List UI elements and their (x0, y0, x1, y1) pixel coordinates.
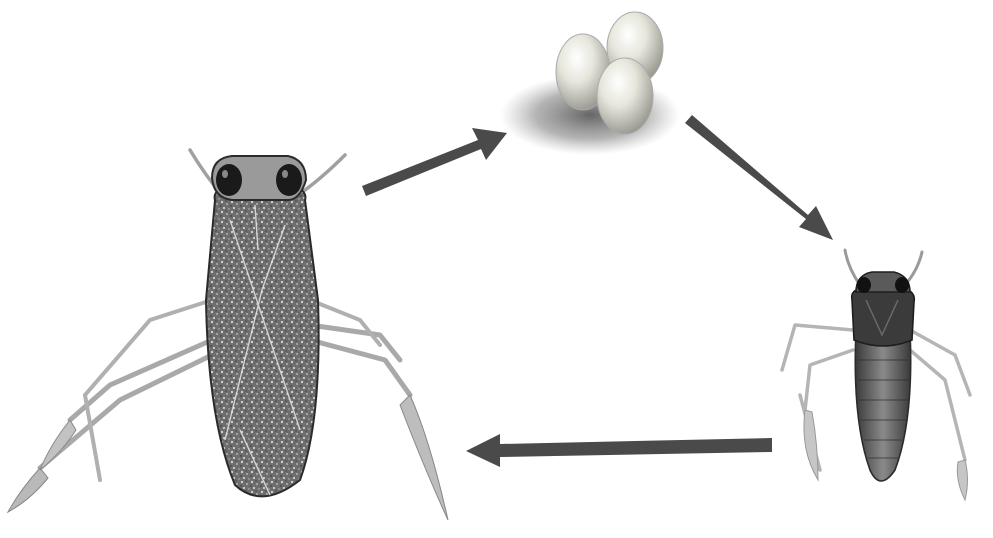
arrow-eggs-to-nymph (685, 115, 833, 240)
arrow-adult-to-eggs (362, 128, 507, 196)
eggs-icon (500, 12, 680, 155)
nymph-water-bug-icon (782, 250, 970, 500)
adult-water-bug-icon (8, 150, 448, 520)
arrow-nymph-to-adult (466, 434, 772, 467)
